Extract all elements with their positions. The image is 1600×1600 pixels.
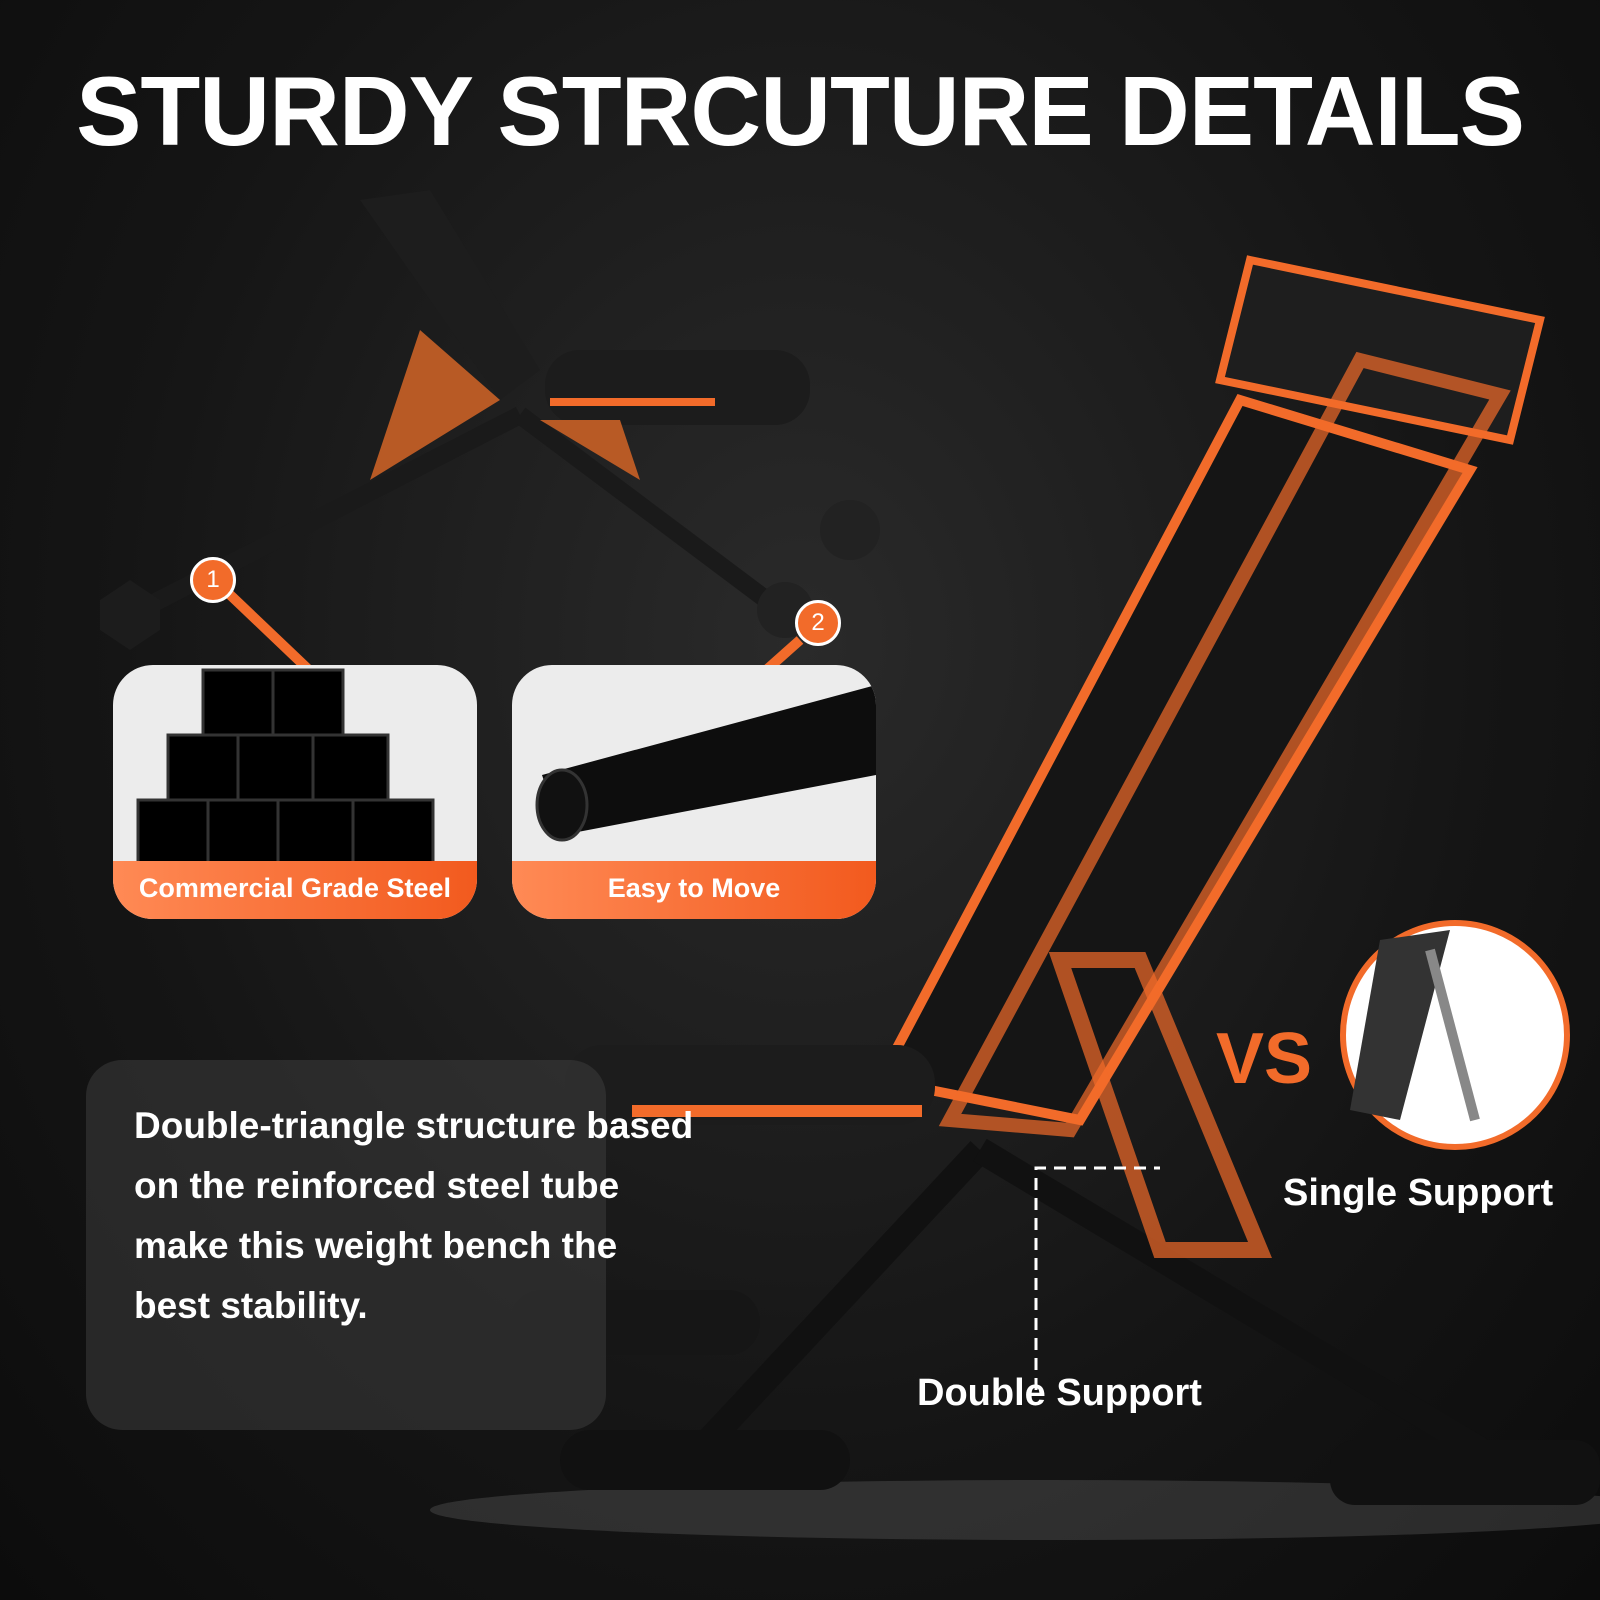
- floor-glow: [430, 1480, 1600, 1540]
- double-support-dashed-line: [1034, 1166, 1160, 1390]
- commercial-steel-card: Commercial Grade Steel: [113, 665, 477, 919]
- callout-badge-2: 2: [795, 600, 841, 646]
- description-panel: Double-triangle structure based on the r…: [86, 1060, 693, 1430]
- double-support-label: Double Support: [917, 1372, 1202, 1414]
- single-support-label: Single Support: [1283, 1172, 1554, 1214]
- single-support-image: [1340, 920, 1570, 1150]
- card-label: Commercial Grade Steel: [113, 861, 477, 919]
- callout-badge-1: 1: [190, 557, 236, 603]
- page-title: STURDY STRCUTURE DETAILS: [76, 56, 1525, 166]
- wheel-tube-icon: [535, 685, 876, 842]
- description-text: Double-triangle structure based on the r…: [134, 1105, 694, 1326]
- card-label: Easy to Move: [512, 861, 876, 919]
- vs-label: VS: [1216, 1019, 1313, 1099]
- steel-tubes-icon: [136, 668, 435, 867]
- easy-to-move-card: Easy to Move: [512, 665, 876, 919]
